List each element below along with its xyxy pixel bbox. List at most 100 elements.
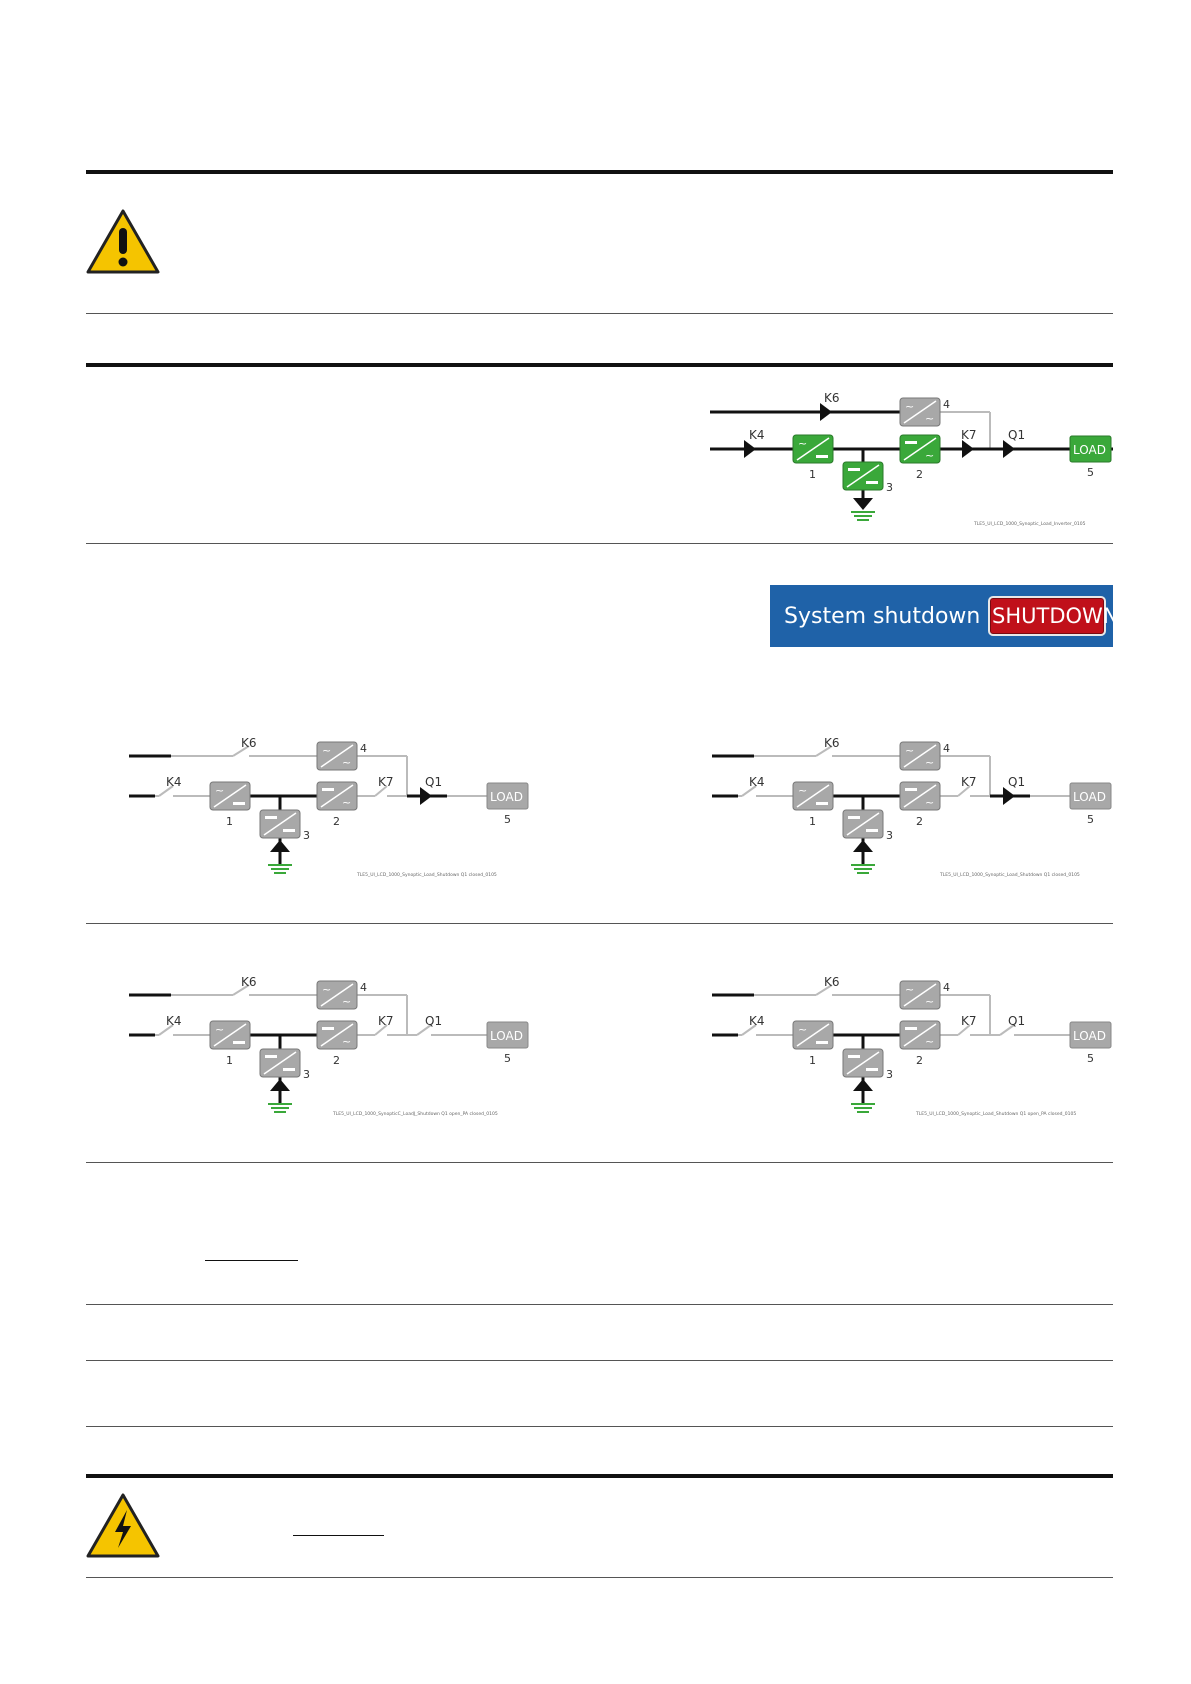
divider (86, 543, 1113, 544)
svg-text:LOAD: LOAD (1073, 790, 1106, 804)
load-box: LOAD 5 (1069, 435, 1112, 479)
svg-text:K7: K7 (961, 428, 977, 442)
svg-text:~: ~ (322, 983, 331, 996)
divider (86, 1360, 1113, 1361)
module-1: ~ 1 (209, 1020, 251, 1067)
svg-text:K6: K6 (824, 391, 840, 405)
svg-text:LOAD: LOAD (490, 790, 523, 804)
svg-text:~: ~ (905, 983, 914, 996)
svg-text:LOAD: LOAD (490, 1029, 523, 1043)
load-box: LOAD 5 (1069, 1021, 1112, 1065)
svg-text:TLE5_UI_LCD_1000_Synoptic_Load: TLE5_UI_LCD_1000_Synoptic_Load_Shutdown … (356, 872, 497, 878)
svg-text:1: 1 (226, 815, 233, 828)
warning-icon (85, 208, 161, 276)
svg-text:~: ~ (925, 1035, 934, 1048)
svg-text:TLE5_UI_LCD_1000_Synoptic_Load: TLE5_UI_LCD_1000_Synoptic_Load_Inverter_… (973, 521, 1086, 527)
svg-text:K4: K4 (166, 775, 182, 789)
svg-text:~: ~ (215, 1023, 224, 1036)
switch-k6-closed (820, 403, 832, 421)
svg-text:~: ~ (925, 796, 934, 809)
load-box: LOAD 5 (1069, 782, 1112, 826)
svg-text:TLE5_UI_LCD_1000_SynopticC_Loa: TLE5_UI_LCD_1000_SynopticC_LoadJ_Shutdow… (332, 1111, 498, 1117)
module-1: ~ 1 (792, 434, 834, 481)
svg-text:~: ~ (798, 1023, 807, 1036)
module-3: 3 (842, 461, 893, 494)
svg-text:Q1: Q1 (1008, 428, 1025, 442)
divider (86, 923, 1113, 924)
svg-text:4: 4 (360, 981, 367, 994)
divider (86, 313, 1113, 314)
svg-text:~: ~ (215, 784, 224, 797)
svg-text:K6: K6 (241, 736, 257, 750)
divider (86, 1304, 1113, 1305)
svg-text:2: 2 (333, 1054, 340, 1067)
shutdown-label: System shutdown (784, 603, 981, 629)
svg-text:~: ~ (322, 744, 331, 757)
svg-text:1: 1 (809, 1054, 816, 1067)
module-2: ~ 2 (316, 781, 358, 828)
svg-text:~: ~ (925, 449, 934, 462)
svg-text:~: ~ (342, 995, 351, 1008)
shutdown-button[interactable]: SHUTDOWN (988, 596, 1119, 636)
svg-text:4: 4 (943, 742, 950, 755)
svg-text:5: 5 (504, 813, 511, 826)
svg-text:K4: K4 (166, 1014, 182, 1028)
svg-text:K4: K4 (749, 1014, 765, 1028)
svg-text:5: 5 (1087, 813, 1094, 826)
synoptic-diagram-shutdown-q1-closed-right: K6 K4 K7 Q1 ~ ~ 4 (708, 734, 1114, 884)
module-4: ~ ~ 4 (899, 741, 950, 771)
divider (86, 1162, 1113, 1163)
svg-text:5: 5 (1087, 1052, 1094, 1065)
load-box: LOAD 5 (486, 782, 529, 826)
svg-text:LOAD: LOAD (1073, 1029, 1106, 1043)
svg-text:~: ~ (905, 400, 914, 413)
svg-text:K4: K4 (749, 428, 765, 442)
svg-text:Q1: Q1 (425, 1014, 442, 1028)
svg-text:3: 3 (303, 829, 310, 842)
svg-text:LOAD: LOAD (1073, 443, 1106, 457)
svg-text:TLE5_UI_LCD_1000_Synoptic_Load: TLE5_UI_LCD_1000_Synoptic_Load_Shutdown … (939, 872, 1080, 878)
svg-text:2: 2 (916, 468, 923, 481)
svg-text:~: ~ (342, 756, 351, 769)
svg-text:K7: K7 (961, 775, 977, 789)
module-1: ~ 1 (792, 1020, 834, 1067)
svg-text:~: ~ (342, 1035, 351, 1048)
svg-text:K6: K6 (241, 975, 257, 989)
module-4: ~ ~ 4 (316, 741, 367, 771)
electrical-hazard-icon (85, 1492, 161, 1560)
svg-text:1: 1 (809, 815, 816, 828)
svg-text:3: 3 (886, 1068, 893, 1081)
svg-text:Q1: Q1 (1008, 775, 1025, 789)
svg-text:TLE5_UI_LCD_1000_Synoptic_Load: TLE5_UI_LCD_1000_Synoptic_Load_Shutdown … (915, 1111, 1076, 1117)
svg-text:4: 4 (943, 398, 950, 411)
svg-text:K7: K7 (378, 775, 394, 789)
svg-text:2: 2 (916, 1054, 923, 1067)
module-3: 3 (842, 1048, 893, 1081)
module-2: ~ 2 (316, 1020, 358, 1067)
svg-text:K7: K7 (961, 1014, 977, 1028)
module-1: ~ 1 (792, 781, 834, 828)
synoptic-diagram-shutdown-q1-open-left: K6 K4 K7 Q1 ~ ~ 4 ~ (125, 973, 531, 1123)
svg-text:~: ~ (798, 784, 807, 797)
svg-text:5: 5 (504, 1052, 511, 1065)
module-2: ~ 2 (899, 781, 941, 828)
svg-text:K4: K4 (749, 775, 765, 789)
divider (86, 1426, 1113, 1427)
module-2: ~ 2 (899, 1020, 941, 1067)
svg-text:Q1: Q1 (425, 775, 442, 789)
load-box: LOAD 5 (486, 1021, 529, 1065)
svg-text:~: ~ (798, 437, 807, 450)
section-rule (86, 170, 1113, 174)
synoptic-diagram-shutdown-q1-open-right: K6 K4 K7 Q1 ~ ~ 4 ~ (708, 973, 1114, 1123)
svg-text:3: 3 (886, 481, 893, 494)
svg-text:5: 5 (1087, 466, 1094, 479)
svg-text:4: 4 (943, 981, 950, 994)
switch-k7-closed (962, 440, 974, 458)
module-2: ~ 2 (899, 434, 941, 481)
module-4: ~ ~ 4 (316, 980, 367, 1010)
svg-text:Q1: Q1 (1008, 1014, 1025, 1028)
svg-text:K6: K6 (824, 975, 840, 989)
svg-text:K6: K6 (824, 736, 840, 750)
module-4: ~ ~ 4 (899, 397, 950, 427)
svg-text:1: 1 (809, 468, 816, 481)
